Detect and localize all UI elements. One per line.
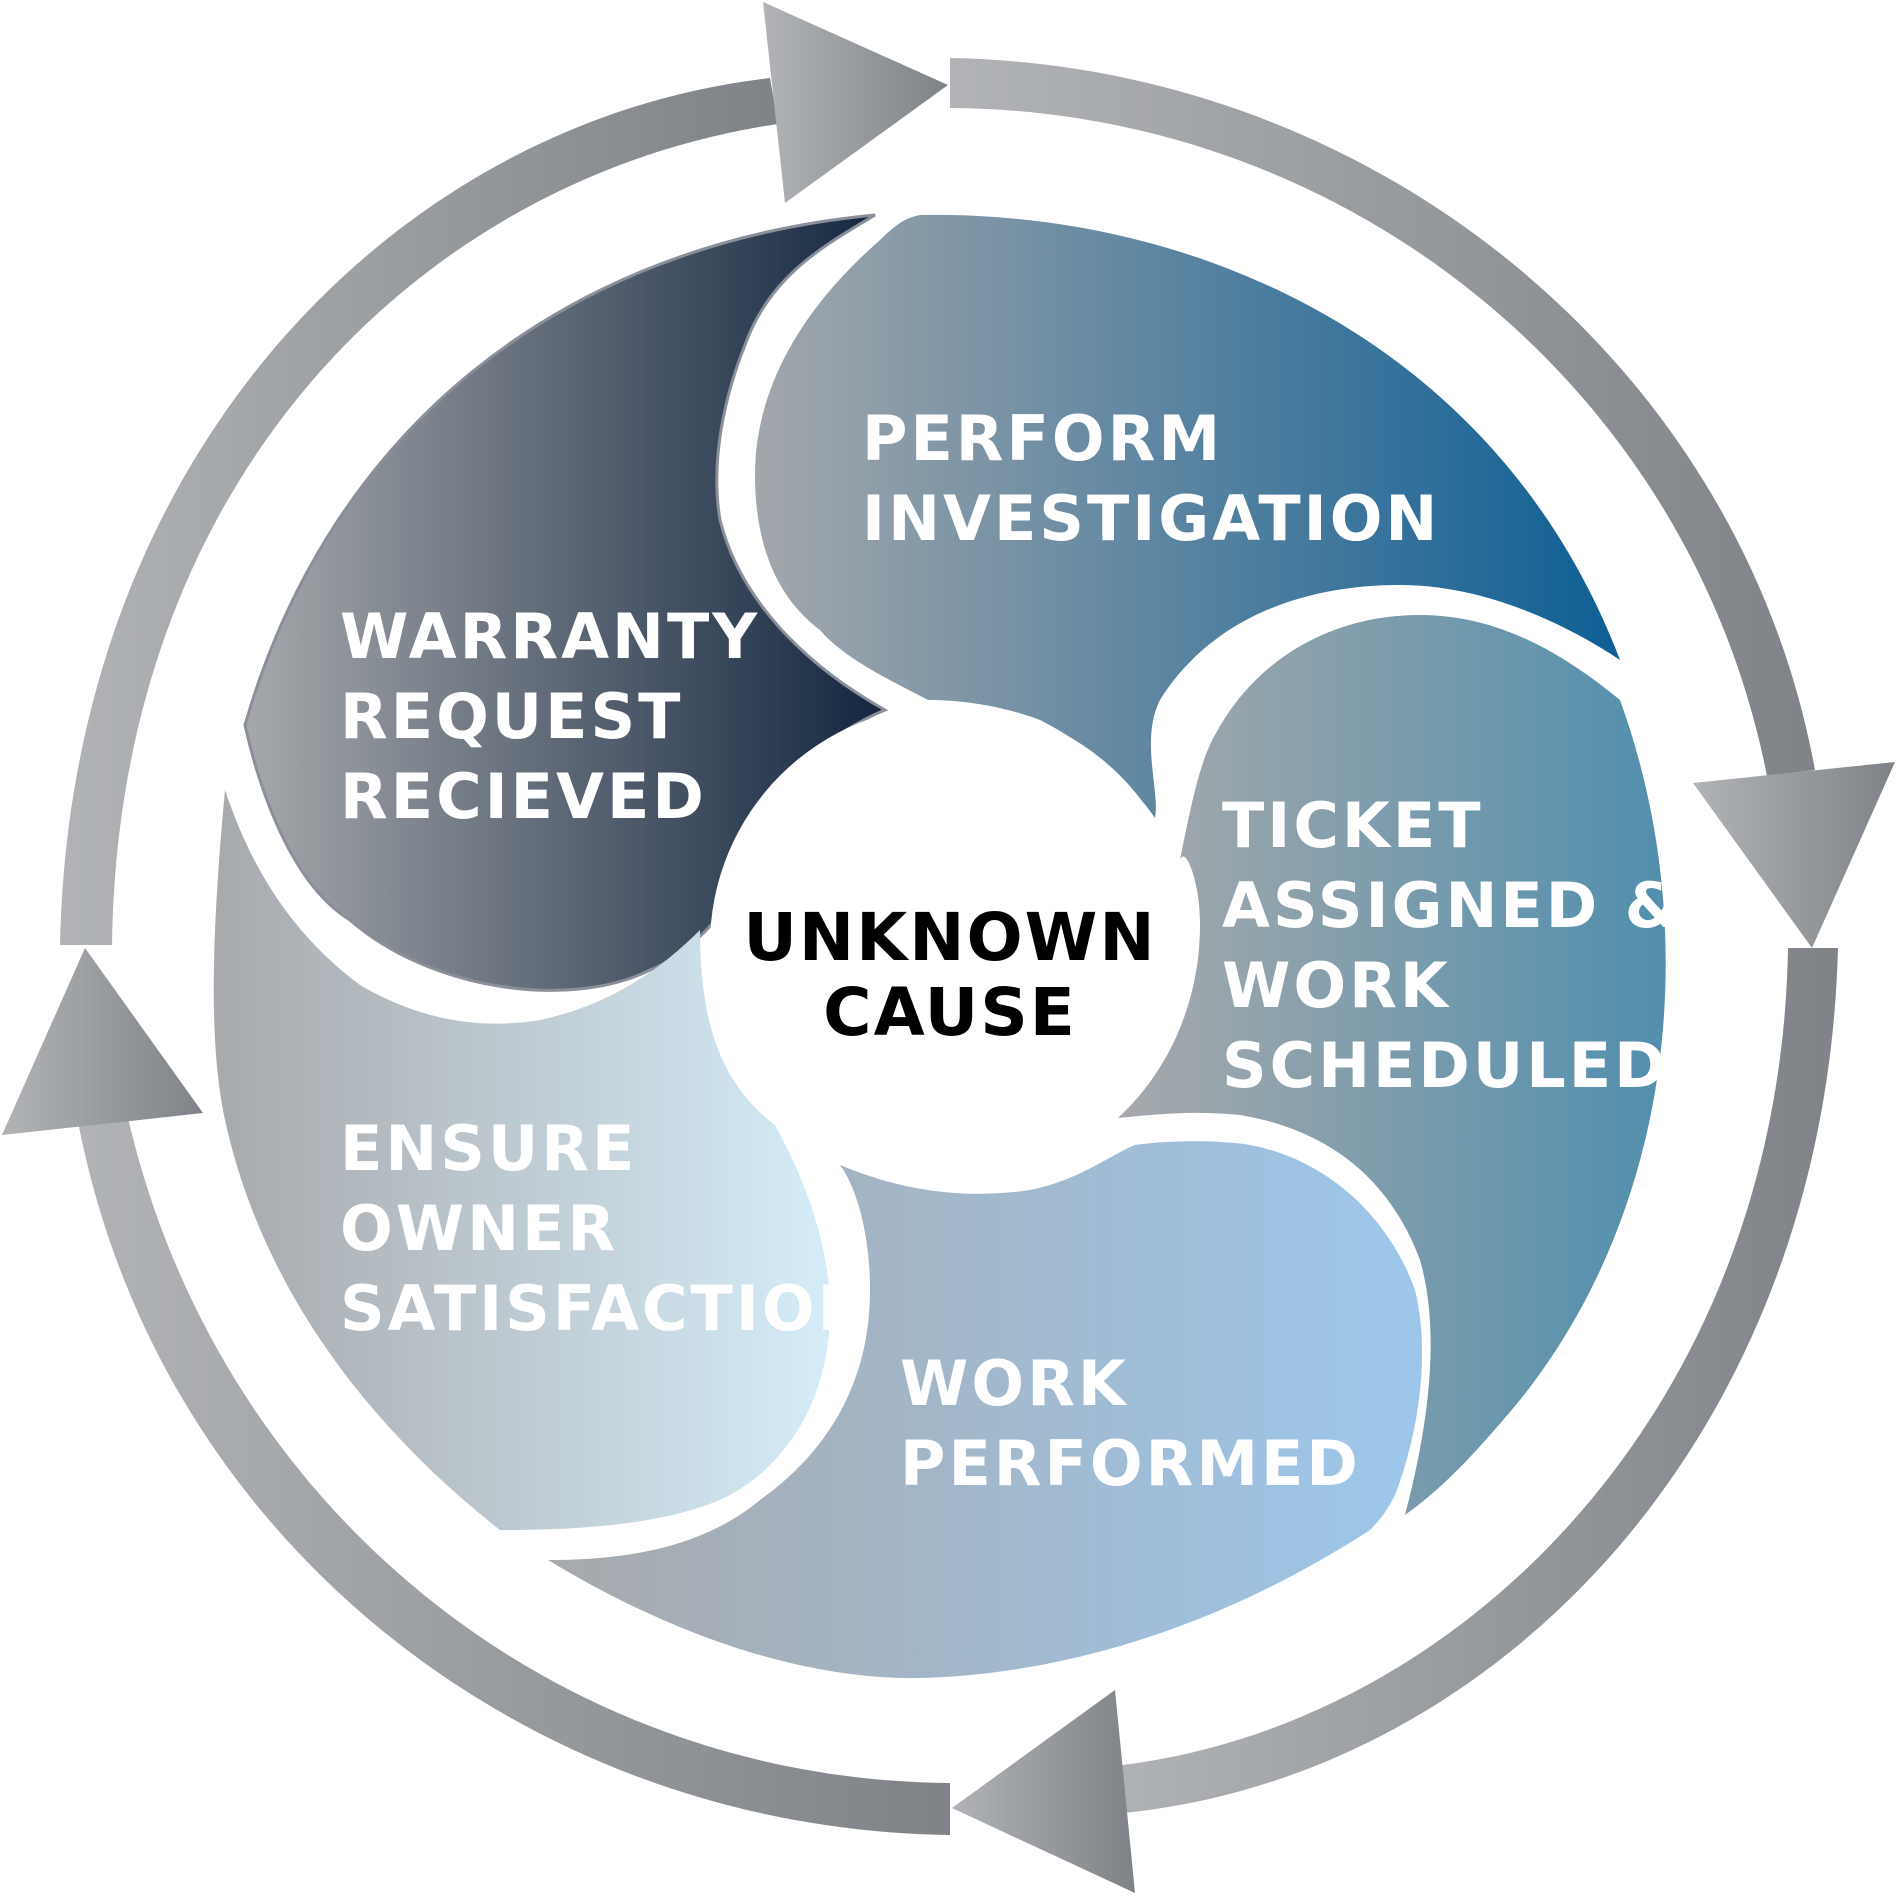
arrow-head-bottom-icon xyxy=(952,1690,1135,1893)
satisfaction-line-1: ENSURE xyxy=(340,1112,637,1185)
ticket-line-2: ASSIGNED & xyxy=(1222,869,1682,942)
stage-labels: WARRANTY REQUEST RECIEVED PERFORM INVEST… xyxy=(340,402,1682,1500)
petal-ensure-satisfaction xyxy=(213,790,830,1530)
ring-segment-top-right xyxy=(950,58,1815,776)
arrow-head-right-icon xyxy=(1693,762,1895,948)
ticket-line-1: TICKET xyxy=(1222,789,1484,862)
stage-petals xyxy=(213,213,1666,1679)
center-line-2: CAUSE xyxy=(823,974,1077,1051)
warranty-line-3: RECIEVED xyxy=(340,760,707,833)
satisfaction-line-3: SATISFACTION xyxy=(340,1272,873,1345)
ticket-line-4: SCHEDULED xyxy=(1222,1029,1669,1102)
ticket-line-3: WORK xyxy=(1222,949,1451,1022)
petal-ticket-assigned xyxy=(1118,615,1666,1515)
petal-perform-investigation xyxy=(755,214,1620,818)
arrow-head-left-icon xyxy=(2,948,203,1135)
center-hub xyxy=(710,705,1190,1185)
center-line-1: UNKNOWN xyxy=(743,899,1156,976)
arrow-head-top-icon xyxy=(763,2,948,203)
center-label: UNKNOWN CAUSE xyxy=(743,899,1156,1051)
investigation-line-2: INVESTIGATION xyxy=(862,482,1440,555)
ring-segment-bottom-right xyxy=(1094,948,1838,1815)
satisfaction-line-2: OWNER xyxy=(340,1192,618,1265)
ring-segment-bottom-left xyxy=(75,1095,950,1835)
work-line-1: WORK xyxy=(900,1347,1129,1420)
ring-segment-top-left xyxy=(60,78,778,945)
warranty-line-1: WARRANTY xyxy=(340,600,760,673)
work-line-2: PERFORMED xyxy=(900,1427,1361,1500)
petal-work-performed xyxy=(548,1141,1423,1679)
investigation-line-1: PERFORM xyxy=(862,402,1223,475)
warranty-line-2: REQUEST xyxy=(340,680,683,753)
